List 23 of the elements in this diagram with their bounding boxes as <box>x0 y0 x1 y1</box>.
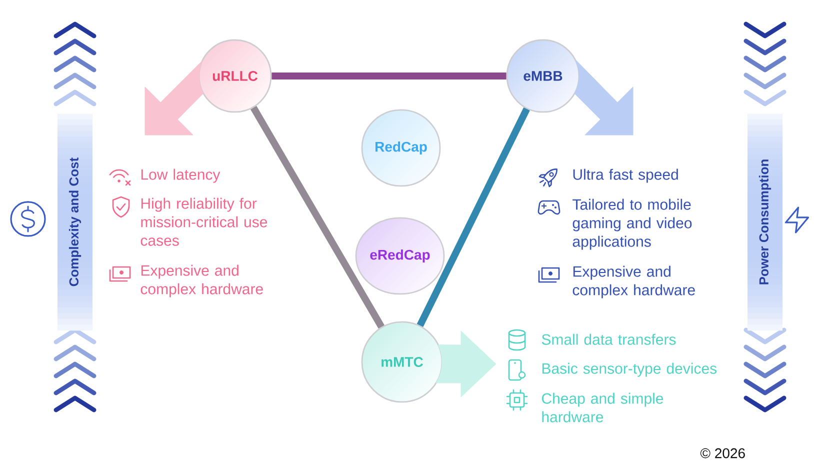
circle-node: mMTC <box>361 321 443 403</box>
block-arrow <box>436 330 496 398</box>
block-arrow <box>144 60 204 136</box>
list-item: Cheap and simple hardware <box>542 392 664 422</box>
connector-line <box>250 106 384 329</box>
list-item: Low latency <box>141 168 220 183</box>
block-arrow <box>574 60 634 136</box>
list-item: Basic sensor-type devices <box>542 362 717 377</box>
axis-label: Power Consumption <box>758 160 772 284</box>
circle-node: RedCap <box>361 109 441 187</box>
list-item: Small data transfers <box>542 334 676 345</box>
list-item: Ultra fast speed <box>573 168 678 183</box>
copyright-note: © 2026 <box>700 448 745 458</box>
list-item: Expensive and complex hardware <box>140 264 263 298</box>
circle-node: eMBB <box>506 39 580 113</box>
axis-label: Complexity and Cost <box>68 158 82 286</box>
list-item: Tailored to mobile gaming and video applications <box>572 198 692 250</box>
list-item: High reliability for mission-critical use cases <box>140 198 268 246</box>
circle-node: uRLLC <box>198 39 272 113</box>
connector-line <box>416 107 530 328</box>
circle-node: eRedCap <box>355 217 445 295</box>
connector-line <box>272 72 506 80</box>
list-item: Expensive and complex hardware <box>572 266 695 298</box>
